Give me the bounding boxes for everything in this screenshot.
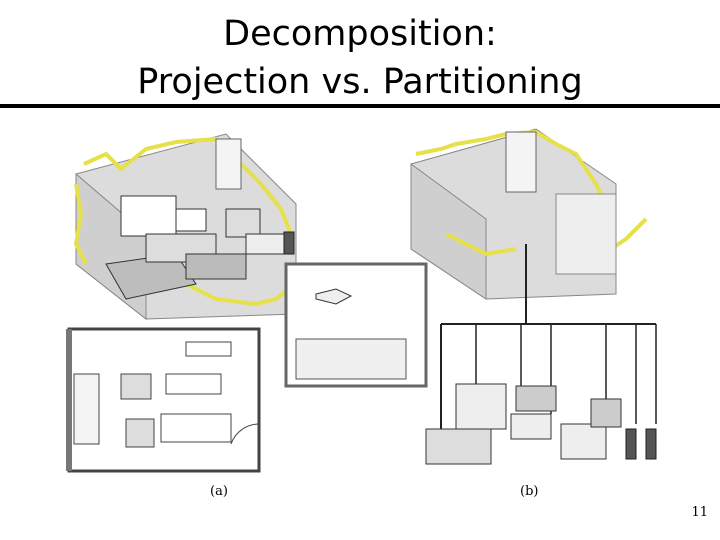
exploded-objects xyxy=(425,244,657,465)
floor-plan-projection xyxy=(66,327,261,473)
page-number: 11 xyxy=(691,505,708,520)
slide-title-line-1: Decomposition: xyxy=(223,14,497,54)
room-isometric-left xyxy=(73,133,298,321)
partition-elevation xyxy=(284,262,428,388)
caption-a: (a) xyxy=(210,484,228,499)
caption-b: (b) xyxy=(520,484,539,499)
title-underline xyxy=(0,104,720,108)
room-isometric-right xyxy=(410,128,648,300)
slide-title-line-2: Projection vs. Partitioning xyxy=(137,62,583,102)
decomposition-figure xyxy=(66,128,657,473)
